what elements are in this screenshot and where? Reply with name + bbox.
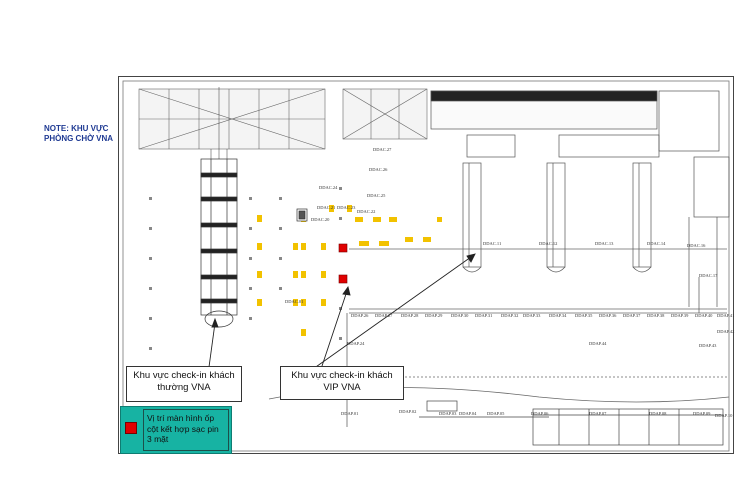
svg-text:DDAP.24: DDAP.24	[347, 341, 365, 346]
svg-text:DDAC.26: DDAC.26	[369, 167, 388, 172]
red-screen-markers	[338, 243, 348, 284]
regular-checkin-callout: Khu vực check-in khách thường VNA	[126, 366, 242, 402]
svg-text:DDAP.03: DDAP.03	[439, 411, 457, 416]
floor-plan-drawing: DDAC.27 DDAC.26 DDAC.25 DDAC.24 DDAC.23 …	[122, 80, 734, 452]
screen-marker	[338, 243, 348, 253]
svg-text:DDAP.34: DDAP.34	[549, 313, 567, 318]
red-marker-swatch	[125, 422, 137, 434]
svg-text:DDAP.37: DDAP.37	[623, 313, 641, 318]
svg-text:DDAC.27: DDAC.27	[373, 147, 392, 152]
screen-marker	[338, 274, 348, 284]
column-grid	[149, 187, 342, 350]
svg-text:DDAP.35: DDAP.35	[575, 313, 593, 318]
svg-text:DDAC.21: DDAC.21	[317, 205, 335, 210]
svg-text:DDAP.10: DDAP.10	[715, 413, 733, 418]
svg-text:DDAP.38: DDAP.38	[647, 313, 665, 318]
grid-labels: DDAC.27 DDAC.26 DDAC.25 DDAC.24 DDAC.23 …	[285, 147, 734, 418]
lower-block	[419, 400, 724, 446]
vip-checkin-callout: Khu vực check-in khách VIP VNA	[280, 366, 404, 400]
corridors	[268, 248, 730, 427]
svg-text:DDAP.07: DDAP.07	[589, 411, 607, 416]
svg-text:DDAP.26: DDAP.26	[351, 313, 369, 318]
svg-text:DDAC.11: DDAC.11	[483, 241, 501, 246]
svg-text:DDAP.05: DDAP.05	[487, 411, 505, 416]
svg-text:DDAP.39: DDAP.39	[671, 313, 689, 318]
svg-text:DDAP.44: DDAP.44	[589, 341, 607, 346]
upper-rooms	[430, 90, 730, 307]
svg-text:DDAP.01: DDAP.01	[341, 411, 358, 416]
svg-text:DDAP.40: DDAP.40	[695, 313, 713, 318]
legend: Vị trí màn hình ốp cột kết hợp sạc pin 3…	[120, 406, 232, 454]
svg-text:DDAP.29: DDAP.29	[425, 313, 443, 318]
gate-bays	[462, 162, 652, 273]
svg-text:DDAP.06: DDAP.06	[531, 411, 549, 416]
svg-text:DDAP.42: DDAP.42	[717, 329, 734, 334]
regular-checkin-counters	[200, 87, 238, 328]
svg-text:DDAP.32: DDAP.32	[501, 313, 518, 318]
svg-text:DDAC.13: DDAC.13	[595, 241, 614, 246]
svg-text:DDAP.28: DDAP.28	[401, 313, 419, 318]
svg-text:DDAC.14: DDAC.14	[647, 241, 666, 246]
yellow-markers	[257, 205, 442, 336]
svg-text:DDAP.41: DDAP.41	[717, 313, 734, 318]
svg-text:DDAP.27: DDAP.27	[375, 313, 393, 318]
svg-text:DDAC.01: DDAC.01	[285, 299, 303, 304]
svg-text:DDAP.08: DDAP.08	[649, 411, 667, 416]
svg-text:DDAC.25: DDAC.25	[367, 193, 386, 198]
svg-text:DDAP.09: DDAP.09	[693, 411, 711, 416]
svg-text:DDAC.24: DDAC.24	[319, 185, 338, 190]
svg-text:DDAP.31: DDAP.31	[475, 313, 492, 318]
svg-text:DDAP.30: DDAP.30	[451, 313, 469, 318]
svg-text:DDAC.22: DDAC.22	[357, 209, 375, 214]
roof-structure	[138, 88, 428, 150]
svg-text:DDAC.16: DDAC.16	[687, 243, 706, 248]
callout-arrows	[208, 253, 476, 370]
svg-text:DDAC.12: DDAC.12	[539, 241, 557, 246]
svg-text:DDAP.04: DDAP.04	[459, 411, 477, 416]
kiosk	[296, 208, 308, 222]
svg-text:DDAP.02: DDAP.02	[399, 409, 416, 414]
svg-text:DDAC.17: DDAC.17	[699, 273, 718, 278]
note-label: NOTE: KHU VỰC PHÒNG CHỜ VNA	[44, 124, 114, 143]
legend-text: Vị trí màn hình ốp cột kết hợp sạc pin 3…	[143, 409, 229, 451]
svg-text:DDAP.43: DDAP.43	[699, 343, 717, 348]
svg-text:DDAP.33: DDAP.33	[523, 313, 541, 318]
svg-text:DDAC.20: DDAC.20	[311, 217, 330, 222]
svg-text:DDAP.36: DDAP.36	[599, 313, 617, 318]
svg-text:DDAC.23: DDAC.23	[337, 205, 356, 210]
